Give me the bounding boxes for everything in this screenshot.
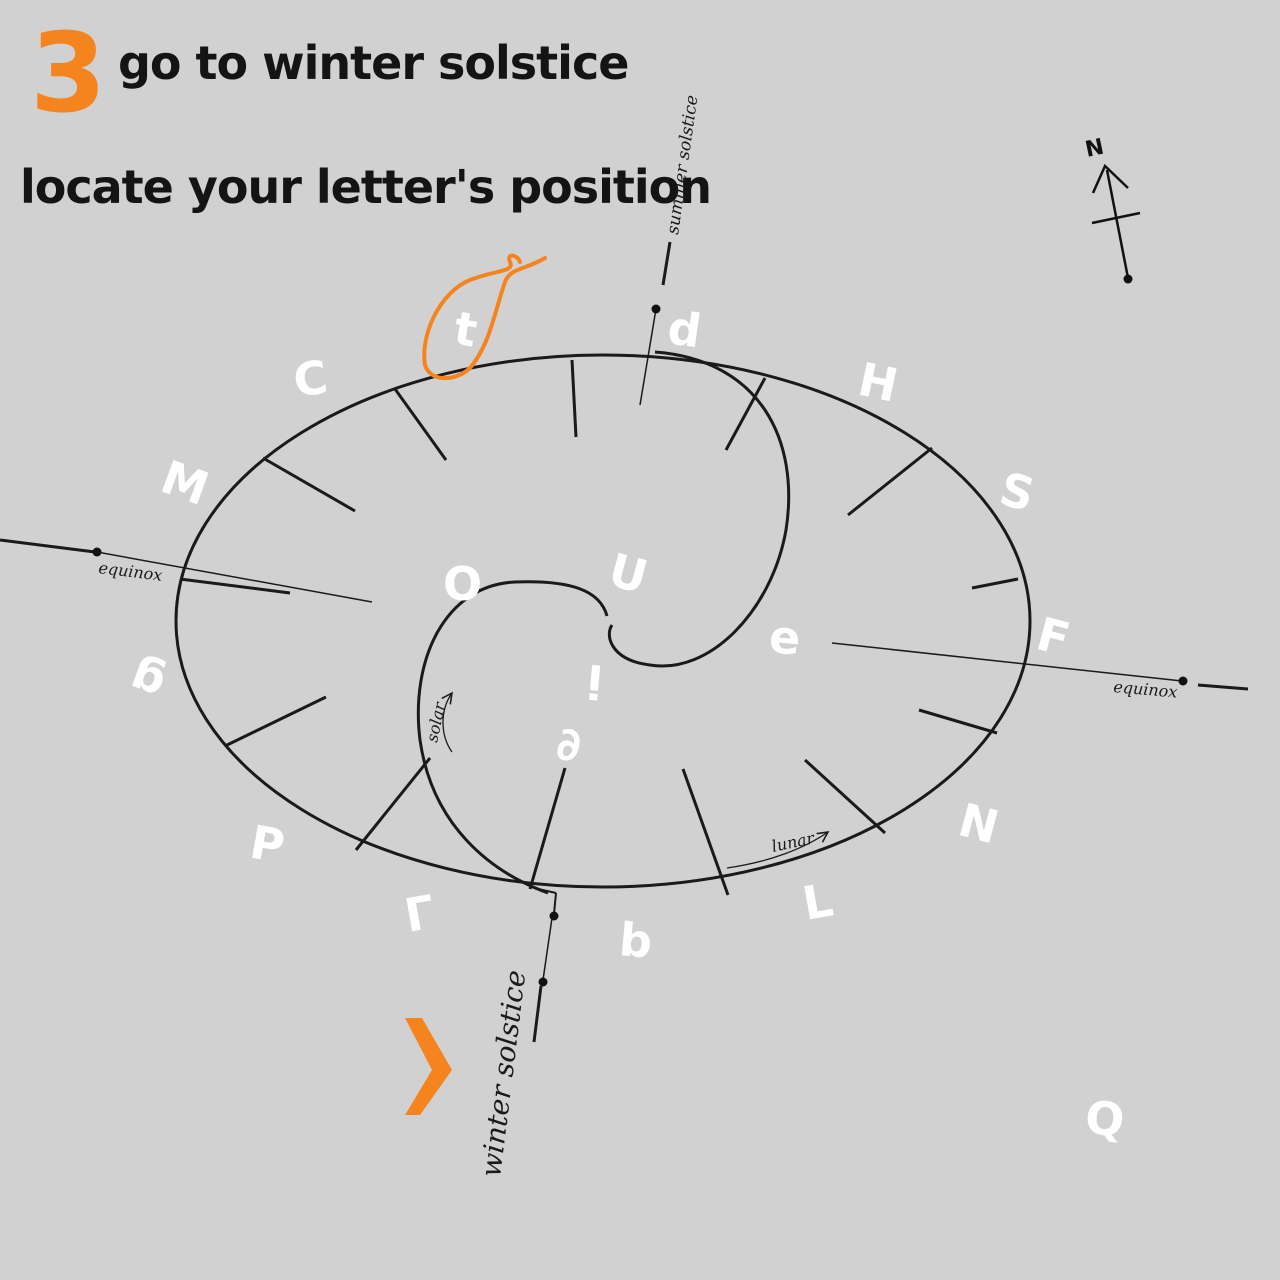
north-arrow-icon: N [1083, 135, 1141, 284]
letter-a: ∂ [556, 717, 581, 771]
tick [971, 577, 1019, 590]
tick [847, 446, 933, 517]
summer-solstice-dot [651, 304, 661, 314]
solar-direction-arrow [443, 693, 452, 753]
tick [393, 388, 448, 461]
ring-ticks [179, 359, 1019, 896]
orange-chevron-icon [405, 1018, 452, 1115]
letter-e: e [767, 609, 803, 666]
letter-F: F [1031, 606, 1075, 666]
equinox-right-label: equinox [1113, 677, 1179, 702]
summer-solstice-dash [661, 241, 672, 286]
letter-U: U [603, 542, 653, 604]
letter-S: S [994, 461, 1040, 522]
tick [224, 695, 327, 748]
winter-solstice-dash [532, 985, 543, 1043]
tick [803, 758, 887, 835]
summer-solstice-label: summer solstice [663, 94, 702, 236]
tick [262, 456, 356, 513]
orange-circle-highlight [422, 253, 547, 381]
letter-Q: Q [1083, 1090, 1127, 1147]
winter-solstice-dot-1 [549, 911, 559, 921]
winter-solstice-joint [533, 887, 557, 894]
letter-d: d [664, 300, 704, 358]
calendar-ring [174, 353, 1032, 889]
winter-solstice-axis [542, 917, 553, 981]
letter-P: P [246, 815, 289, 874]
tick [354, 757, 432, 851]
winter-solstice-dot-2 [538, 977, 548, 987]
summer-solstice-axis [639, 308, 657, 406]
letter-L: L [799, 873, 837, 931]
lunar-label: lunar [770, 828, 817, 856]
letter-H: H [854, 352, 903, 413]
equinox-right-dot [1178, 676, 1188, 686]
north-label: N [1083, 135, 1106, 163]
letter-g: g [122, 650, 171, 712]
letter-O: O [443, 557, 482, 611]
tick [918, 708, 998, 735]
letter-r: Γ [401, 885, 439, 943]
equinox-right-dash [1197, 683, 1249, 691]
solar-curve-upper [607, 350, 791, 668]
equinox-left-dash [0, 538, 96, 554]
tick [681, 768, 730, 896]
letter-N: N [953, 792, 1004, 854]
heading-line-2: locate your letter's position [20, 160, 712, 214]
letter-i: i [585, 654, 605, 709]
winter-solstice-label: winter solstice [474, 968, 532, 1179]
equinox-right-axis [831, 642, 1183, 682]
tick [528, 767, 567, 890]
letter-b: b [617, 912, 655, 969]
winter-solstice-joint-2 [553, 892, 557, 915]
tick [570, 359, 578, 438]
heading-line-1: go to winter solstice [118, 36, 629, 90]
equinox-left-axis [96, 551, 373, 603]
tick [179, 577, 291, 595]
letter-C: C [290, 350, 331, 408]
solar-curve-lower [416, 580, 609, 895]
letter-t: t [450, 301, 481, 358]
tick [724, 377, 767, 451]
lunar-direction-arrow [726, 832, 828, 869]
letter-M: M [154, 450, 215, 516]
step-number: 3 [30, 9, 107, 137]
